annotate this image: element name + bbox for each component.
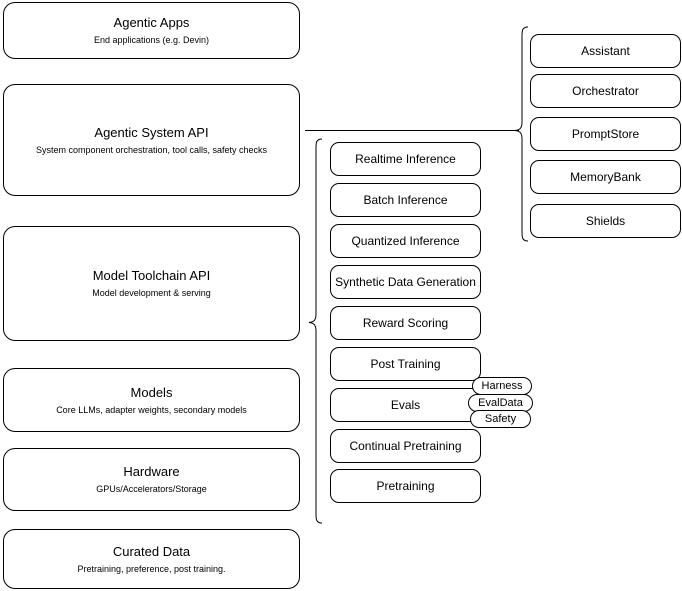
system-component-label: Orchestrator [572,84,639,98]
system-component-label: Assistant [581,44,630,58]
toolchain-label: Post Training [370,357,441,371]
toolchain-label: Synthetic Data Generation [335,275,476,289]
layer-subtitle: Model development & serving [92,288,211,298]
toolchain-box-reward-scoring[interactable]: Reward Scoring [330,306,481,340]
system-component-label: Shields [585,214,626,228]
layer-title: Model Toolchain API [92,268,211,283]
toolchain-label: Quantized Inference [351,234,460,248]
layer-title: Models [130,384,173,400]
toolchain-box-synthetic-data-generation[interactable]: Synthetic Data Generation [330,265,481,299]
toolchain-box-realtime-inference[interactable]: Realtime Inference [330,142,481,176]
layer-title: Hardware [123,464,180,479]
toolchain-box-continual-pretraining[interactable]: Continual Pretraining [330,429,481,463]
toolchain-box-quantized-inference[interactable]: Quantized Inference [330,224,481,258]
layer-title: Curated Data [112,543,191,559]
system-component-box-promptstore[interactable]: PromptStore [530,117,681,151]
layer-box-models[interactable]: Models Core LLMs, adapter weights, secon… [3,368,300,432]
layer-subtitle: GPUs/Accelerators/Storage [96,484,207,494]
layer-box-curated-data[interactable]: Curated Data Pretraining, preference, po… [3,529,300,589]
toolchain-box-evals[interactable]: Evals [330,388,481,422]
toolchain-label: Batch Inference [363,193,448,207]
toolchain-box-batch-inference[interactable]: Batch Inference [330,183,481,217]
layer-box-agentic-system-api[interactable]: Agentic System API System component orch… [3,84,300,196]
toolchain-label: Continual Pretraining [349,439,462,453]
system-component-box-assistant[interactable]: Assistant [530,34,681,68]
evals-badge-harness[interactable]: Harness [472,377,532,395]
toolchain-label: Pretraining [376,479,435,493]
system-component-box-shields[interactable]: Shields [530,204,681,238]
toolchain-box-pretraining[interactable]: Pretraining [330,469,481,503]
toolchain-label: Evals [390,398,421,412]
layer-subtitle: End applications (e.g. Devin) [93,35,210,45]
toolchain-box-post-training[interactable]: Post Training [330,347,481,381]
layer-box-hardware[interactable]: Hardware GPUs/Accelerators/Storage [3,448,300,511]
system-component-box-memorybank[interactable]: MemoryBank [530,160,681,194]
evals-badge-safety[interactable]: Safety [470,410,531,428]
toolchain-label: Reward Scoring [362,316,449,330]
layer-title: Agentic Apps [113,15,190,30]
system-component-label: MemoryBank [570,170,641,184]
toolchain-label: Realtime Inference [355,152,456,166]
layer-subtitle: System component orchestration, tool cal… [35,144,268,155]
layer-subtitle: Core LLMs, adapter weights, secondary mo… [56,404,247,415]
brace-toolchain [308,138,323,524]
layer-title: Agentic System API [94,124,209,140]
layer-box-agentic-apps[interactable]: Agentic Apps End applications (e.g. Devi… [3,2,300,59]
connector-line-system-api [305,130,519,131]
layer-box-model-toolchain-api[interactable]: Model Toolchain API Model development & … [3,226,300,341]
system-component-box-orchestrator[interactable]: Orchestrator [530,74,681,108]
layer-subtitle: Pretraining, preference, post training. [77,563,226,574]
brace-system-components [514,26,529,242]
system-component-label: PromptStore [571,127,640,141]
